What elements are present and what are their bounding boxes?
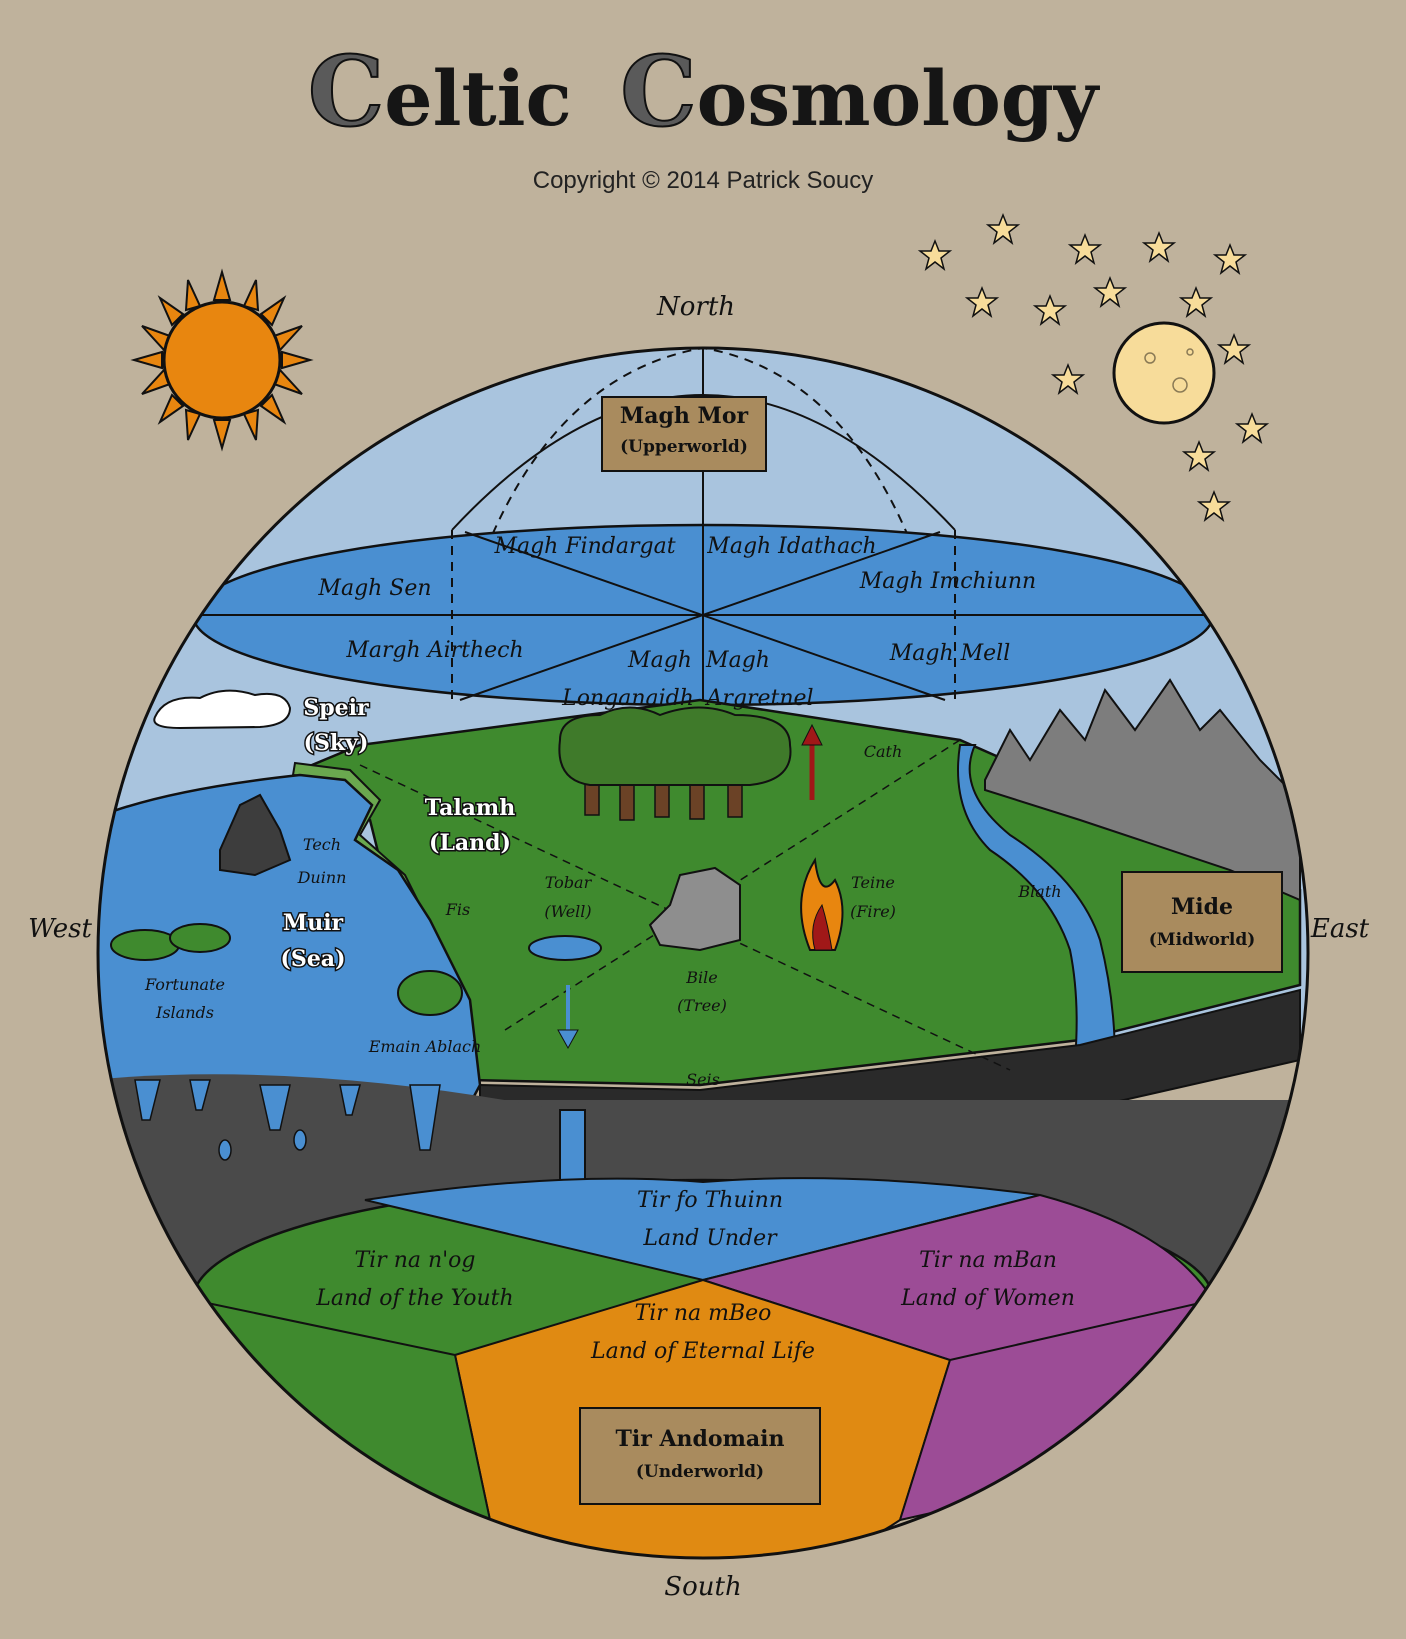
emain-ablach-label: Emain Ablach: [368, 1037, 482, 1056]
tir-na-mban-translation: Land of Women: [900, 1286, 1075, 1311]
cloud-icon: [153, 689, 292, 730]
compass-west: West: [28, 914, 92, 944]
tech-duinn-line2: Duinn: [297, 868, 347, 887]
upperworld-sign: Magh Mor (Upperworld): [601, 396, 767, 472]
star-icon: [1092, 275, 1128, 308]
sun-icon: [130, 268, 314, 452]
plain-longanaidh-line1: Magh: [627, 648, 692, 673]
bile-label-translation: (Tree): [677, 996, 727, 1015]
plain-findargat: Magh Findargat: [493, 534, 675, 559]
plain-longanaidh-line2: Longanaidh: [561, 686, 694, 711]
star-icon: [1067, 232, 1103, 265]
seis-label: Seis: [686, 1070, 720, 1089]
star-icon: [1181, 439, 1217, 472]
tech-duinn-line1: Tech: [303, 835, 341, 854]
star-icon: [1196, 489, 1232, 522]
plain-airthech: Margh Airthech: [345, 638, 523, 663]
plain-sen: Magh Sen: [317, 576, 431, 601]
fire-icon: [800, 857, 844, 951]
sky-label: Speir: [303, 695, 369, 721]
plain-argretnel-line2: Argretnel: [704, 686, 813, 711]
fortunate-islands-line1: Fortunate: [144, 975, 225, 994]
star-icon: [917, 238, 953, 271]
star-icon: [1216, 332, 1252, 365]
tir-na-mbeo-translation: Land of Eternal Life: [590, 1339, 815, 1364]
underworld-sign-subtitle: (Underworld): [636, 1462, 764, 1482]
land-label-translation: (Land): [429, 830, 511, 856]
teine-label: Teine: [851, 873, 895, 892]
fortunate-islands-line2: Islands: [155, 1003, 214, 1022]
cath-label: Cath: [864, 742, 903, 761]
sea: [98, 773, 482, 1162]
tir-na-nog-label: Tir na n'og: [354, 1248, 475, 1273]
copyright: Copyright © 2014 Patrick Soucy: [533, 167, 874, 194]
stars: [917, 212, 1270, 522]
underworld-sign: Tir Andomain (Underworld): [579, 1407, 821, 1505]
tir-fo-thuinn-label: Tir fo Thuinn: [637, 1188, 783, 1213]
tir-na-nog-translation: Land of the Youth: [315, 1286, 513, 1311]
forest-icon: [558, 706, 792, 821]
well-icon: [528, 935, 602, 961]
sea-label: Muir: [283, 910, 344, 936]
midworld-sign-title: Mide: [1171, 894, 1233, 920]
mountains: [984, 678, 1301, 902]
star-icon: [1234, 411, 1270, 444]
plain-imchiunn: Magh Imchiunn: [859, 569, 1036, 594]
midworld-sign: Mide (Midworld): [1121, 871, 1283, 973]
tir-na-mbeo-label: Tir na mBeo: [635, 1301, 772, 1326]
fis-label: Fis: [445, 900, 470, 919]
star-icon: [985, 212, 1021, 245]
star-icon: [1141, 230, 1177, 263]
globe-outline: [96, 346, 1310, 1560]
star-icon: [1032, 293, 1068, 326]
title: Celtic Cosmology: [308, 35, 1100, 148]
star-icon: [1178, 285, 1214, 318]
star-icon: [1050, 362, 1086, 395]
upperworld-sign-title: Magh Mor: [620, 403, 749, 429]
tobar-label-translation: (Well): [544, 902, 591, 921]
land-label: Talamh: [425, 795, 515, 821]
tir-na-mban-label: Tir na mBan: [919, 1248, 1057, 1273]
teine-label-translation: (Fire): [850, 902, 896, 921]
plain-mell: Magh Mell: [889, 641, 1011, 666]
star-icon: [1212, 242, 1248, 275]
compass-east: East: [1310, 914, 1370, 944]
upperworld-sign-subtitle: (Upperworld): [620, 437, 748, 457]
blath-label: Blath: [1017, 882, 1061, 901]
tir-fo-thuinn-translation: Land Under: [642, 1226, 778, 1251]
bile-label: Bile: [685, 968, 717, 987]
underworld-regions: [191, 1177, 1215, 1558]
moon-icon: [1112, 321, 1216, 425]
up-arrow-icon: [801, 723, 823, 800]
underworld-sign-title: Tir Andomain: [616, 1426, 785, 1452]
midworld-sign-subtitle: (Midworld): [1149, 930, 1256, 950]
star-icon: [964, 285, 1000, 318]
sea-label-translation: (Sea): [281, 946, 346, 972]
sky-label-translation: (Sky): [304, 730, 369, 756]
compass-north: North: [656, 292, 735, 322]
tech-duinn-rock: [219, 793, 292, 877]
upperworld-plains: [191, 523, 1215, 707]
plain-argretnel-line1: Magh: [705, 648, 770, 673]
compass-south: South: [664, 1572, 741, 1602]
tobar-label: Tobar: [545, 873, 593, 892]
down-arrow-icon: [557, 985, 579, 1050]
plain-idathach: Magh Idathach: [706, 534, 876, 559]
standing-stone-icon: [648, 866, 741, 952]
